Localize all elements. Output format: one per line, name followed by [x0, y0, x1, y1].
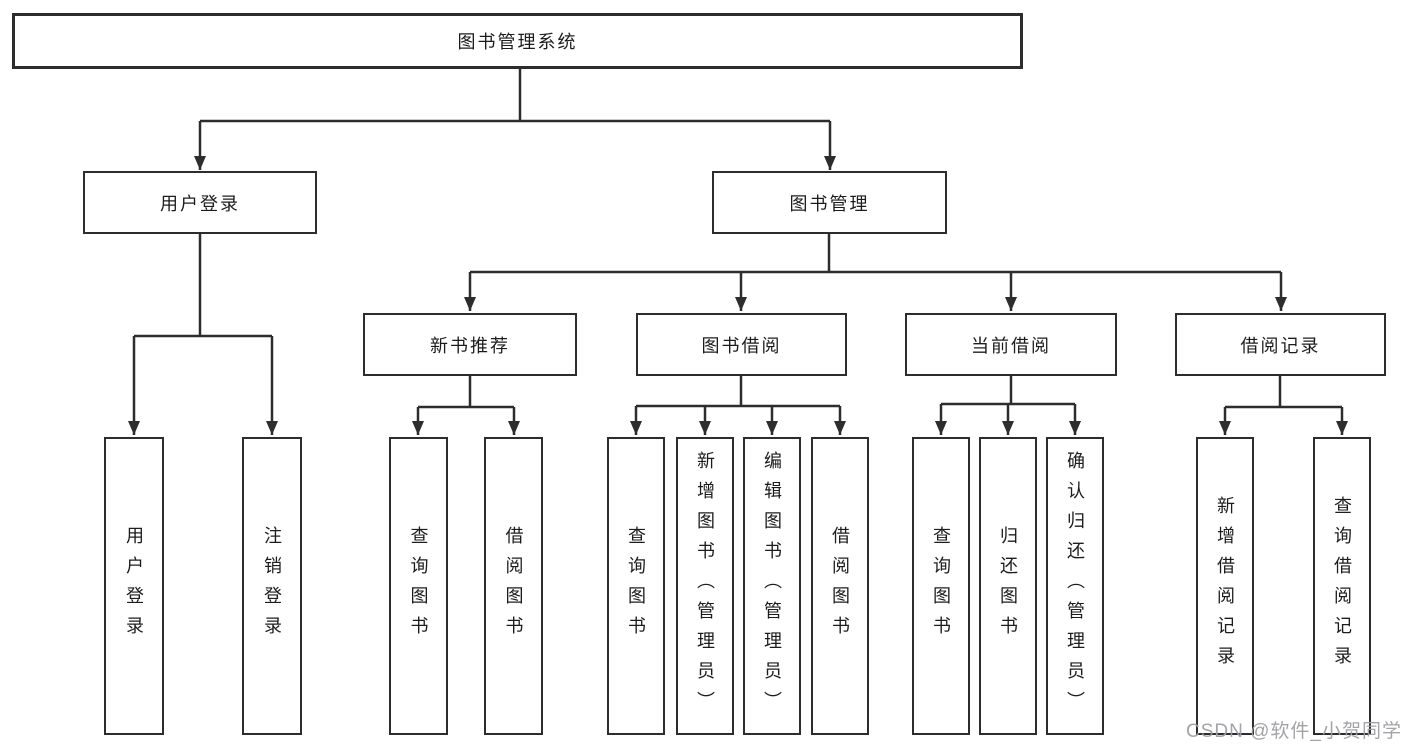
- leaf-label: 查询图书: [626, 526, 646, 646]
- leaf-borrow-books-recommend: 借阅图书: [484, 437, 543, 735]
- leaf-label: 归还图书: [998, 526, 1018, 646]
- node-book-borrow: 图书借阅: [636, 313, 847, 376]
- leaf-label: 查询图书: [408, 526, 429, 646]
- leaf-add-books-admin: 新增图书（管理员）: [676, 437, 734, 735]
- node-label: 图书借阅: [701, 335, 782, 356]
- leaf-confirm-return-admin: 确认归还（管理员）: [1046, 437, 1104, 735]
- leaf-label: 查询图书: [931, 526, 951, 646]
- leaf-label: 注销登录: [262, 526, 282, 646]
- leaf-label: 借阅图书: [503, 526, 524, 646]
- node-library-management-system: 图书管理系统: [12, 13, 1023, 69]
- leaf-query-borrow-record: 查询借阅记录: [1313, 437, 1371, 735]
- node-label: 图书管理系统: [457, 32, 578, 52]
- leaf-edit-books-admin: 编辑图书（管理员）: [743, 437, 801, 735]
- node-label: 新书推荐: [430, 335, 510, 356]
- csdn-watermark: CSDN @软件_小贺同学: [1186, 721, 1402, 742]
- leaf-add-borrow-record: 新增借阅记录: [1196, 437, 1254, 735]
- leaf-query-books-current: 查询图书: [912, 437, 970, 735]
- node-label: 当前借阅: [971, 335, 1051, 356]
- leaf-label: 查询借阅记录: [1332, 496, 1352, 676]
- node-new-book-recommend: 新书推荐: [363, 313, 577, 376]
- leaf-label: 用户登录: [124, 526, 144, 646]
- leaf-label: 新增图书（管理员）: [695, 451, 715, 721]
- node-book-management: 图书管理: [712, 171, 947, 234]
- node-label: 图书管理: [789, 193, 870, 214]
- leaf-borrow-books-borrow: 借阅图书: [811, 437, 869, 735]
- leaf-label: 新增借阅记录: [1215, 496, 1235, 676]
- node-borrow-records: 借阅记录: [1175, 313, 1386, 376]
- leaf-user-login: 用户登录: [104, 437, 164, 735]
- leaf-query-books-borrow: 查询图书: [607, 437, 665, 735]
- node-current-borrow: 当前借阅: [905, 313, 1117, 376]
- leaf-logout-login: 注销登录: [242, 437, 302, 735]
- leaf-label: 编辑图书（管理员）: [762, 451, 782, 721]
- node-label: 借阅记录: [1240, 335, 1321, 356]
- leaf-label: 借阅图书: [830, 526, 850, 646]
- leaf-query-books-recommend: 查询图书: [389, 437, 448, 735]
- leaf-label: 确认归还（管理员）: [1065, 451, 1085, 721]
- leaf-return-books: 归还图书: [979, 437, 1037, 735]
- node-user-login: 用户登录: [83, 171, 317, 234]
- node-label: 用户登录: [160, 193, 240, 214]
